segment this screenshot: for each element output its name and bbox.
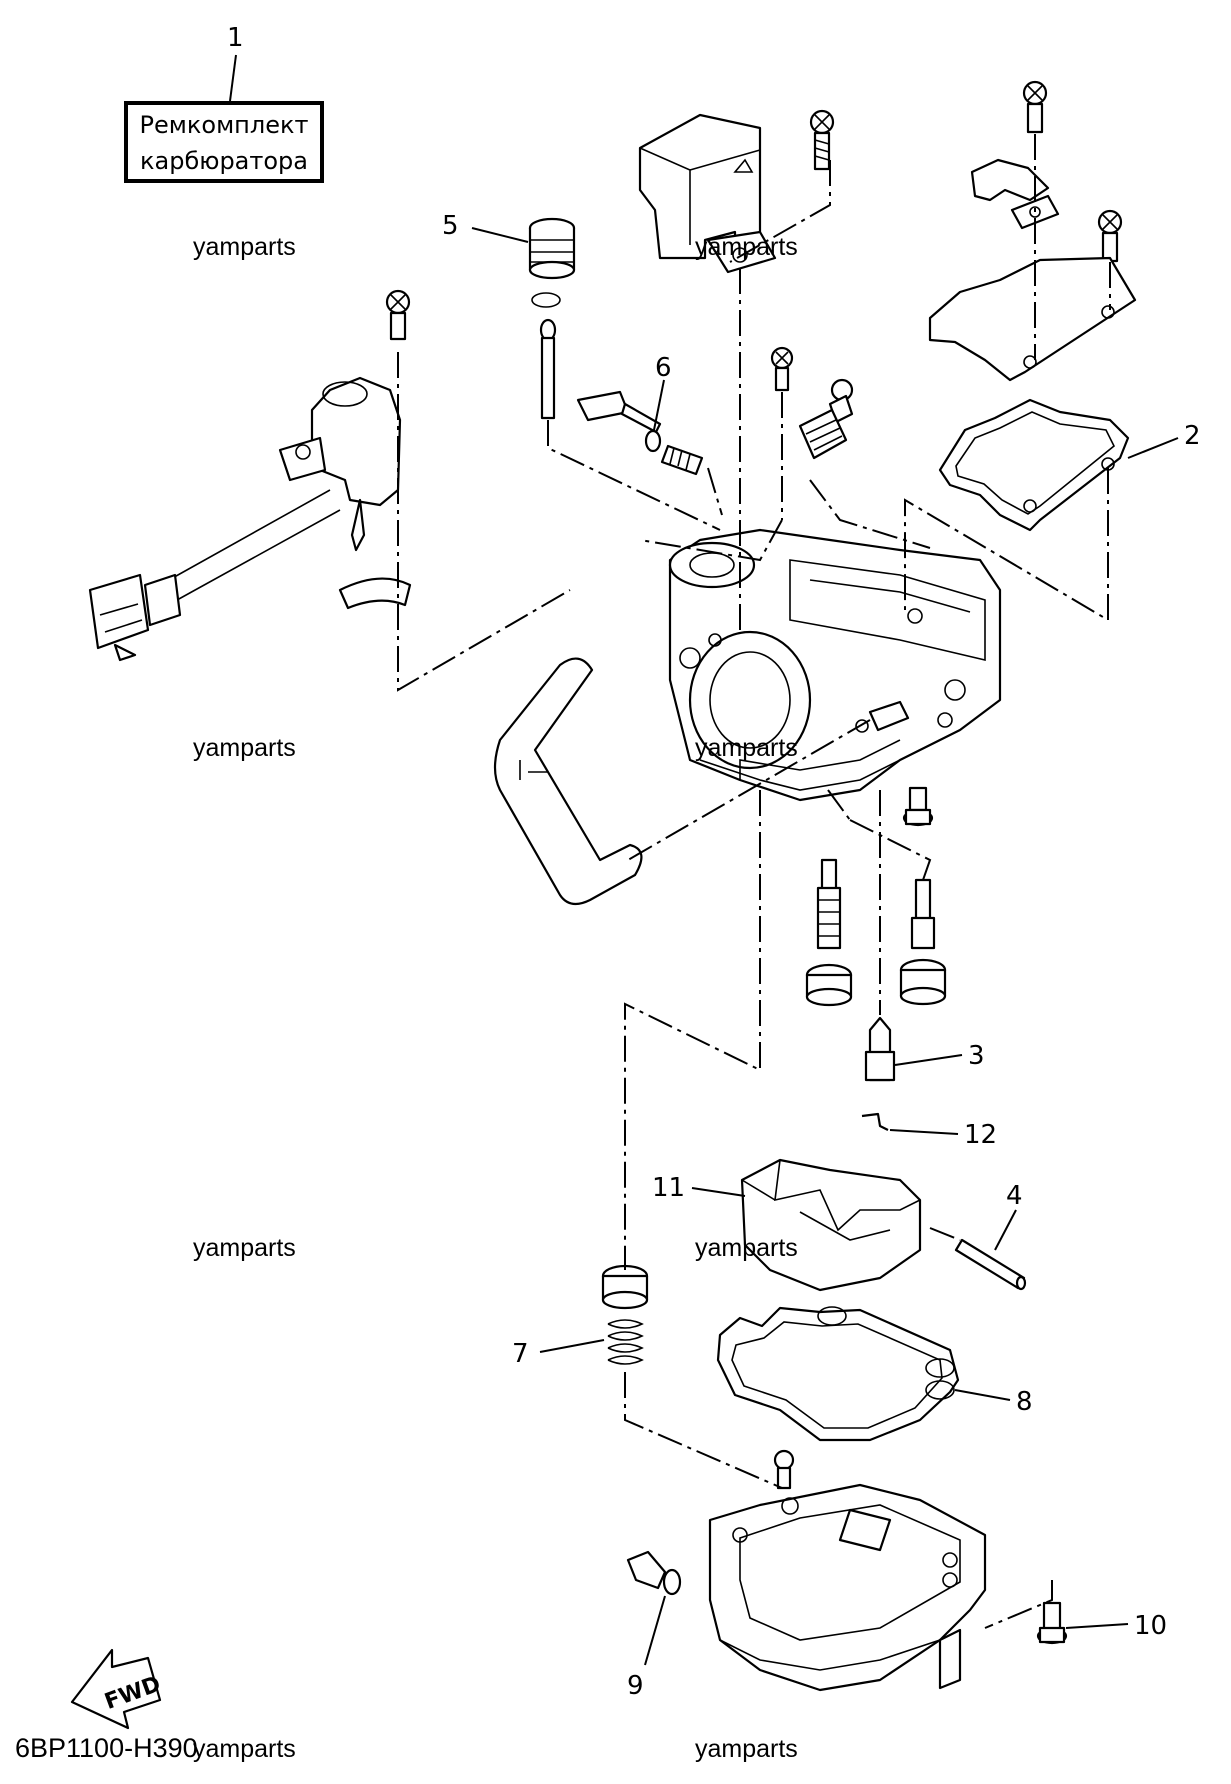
screw-below-body [902,786,934,827]
screw-top-right-2 [1097,209,1123,263]
leader-9 [644,1595,666,1666]
leader-4 [994,1209,1017,1251]
leader-12 [889,1129,959,1135]
callout-11: 11 [652,1173,685,1203]
leader-7 [539,1339,605,1353]
screw-center-1 [770,346,794,392]
watermark: yamparts [695,1234,798,1262]
sensor-screw [385,289,411,341]
leader-5 [471,227,529,243]
callout-9: 9 [627,1671,644,1701]
repair-kit-label: Ремкомплект карбюратора [124,101,324,183]
screw-part-10 [1036,1601,1068,1645]
callout-4: 4 [1006,1181,1023,1211]
needle-rod [539,318,557,420]
fuel-hose [493,657,643,906]
callout-6: 6 [655,353,672,383]
leader-6 [653,379,665,431]
main-jet-right [899,878,947,1006]
throttle-sensor [88,376,402,662]
callout-10: 10 [1134,1611,1167,1641]
leader-8 [954,1389,1011,1401]
drain-screw [626,1550,682,1596]
screw-center-2 [798,378,854,460]
watermark: yamparts [193,233,296,261]
watermark: yamparts [695,233,798,261]
clip-part [338,577,412,610]
diagram-code: 6BP1100-H390 [15,1733,198,1763]
pilot-screw-part-6 [576,390,704,476]
boot-part-5 [528,217,576,308]
screw-top-right-1 [1022,80,1048,134]
callout-3: 3 [968,1041,985,1071]
float-part-11 [740,1158,922,1292]
float-bowl [708,1483,987,1692]
callout-2: 2 [1184,421,1201,451]
screw-top-center [809,109,835,171]
leader-11 [691,1187,746,1197]
watermark: yamparts [193,1234,296,1262]
bowl-screw-top [773,1449,795,1490]
watermark: yamparts [695,1735,798,1763]
watermark: yamparts [193,1735,296,1763]
clip-part-12 [861,1112,889,1131]
carburetor-body [668,528,1002,802]
callout-12: 12 [964,1120,997,1150]
assembly-lines [397,134,1111,1629]
throttle-cover-part [638,113,777,274]
cover-plate-top-right [928,256,1137,382]
callout-8: 8 [1016,1387,1033,1417]
leader-2 [1127,437,1179,459]
fwd-arrow-icon: FWD [70,1648,164,1730]
gasket-part-2 [938,398,1130,532]
watermark: yamparts [695,734,798,762]
gasket-part-8 [716,1306,960,1442]
main-jet-left [805,858,853,1007]
callout-7: 7 [512,1339,529,1369]
repair-kit-line-2: карбюратора [140,147,308,175]
callout-1: 1 [227,23,244,53]
leader-1 [229,54,237,102]
repair-kit-line-1: Ремкомплект [139,111,309,139]
spring-part-7 [601,1264,649,1365]
callout-5: 5 [442,211,459,241]
leader-10 [1065,1623,1129,1629]
bracket-top-right [970,158,1060,230]
float-pin-part-4 [954,1238,1027,1291]
needle-valve-part-3 [864,1016,896,1082]
leader-3 [894,1054,963,1066]
watermark: yamparts [193,734,296,762]
